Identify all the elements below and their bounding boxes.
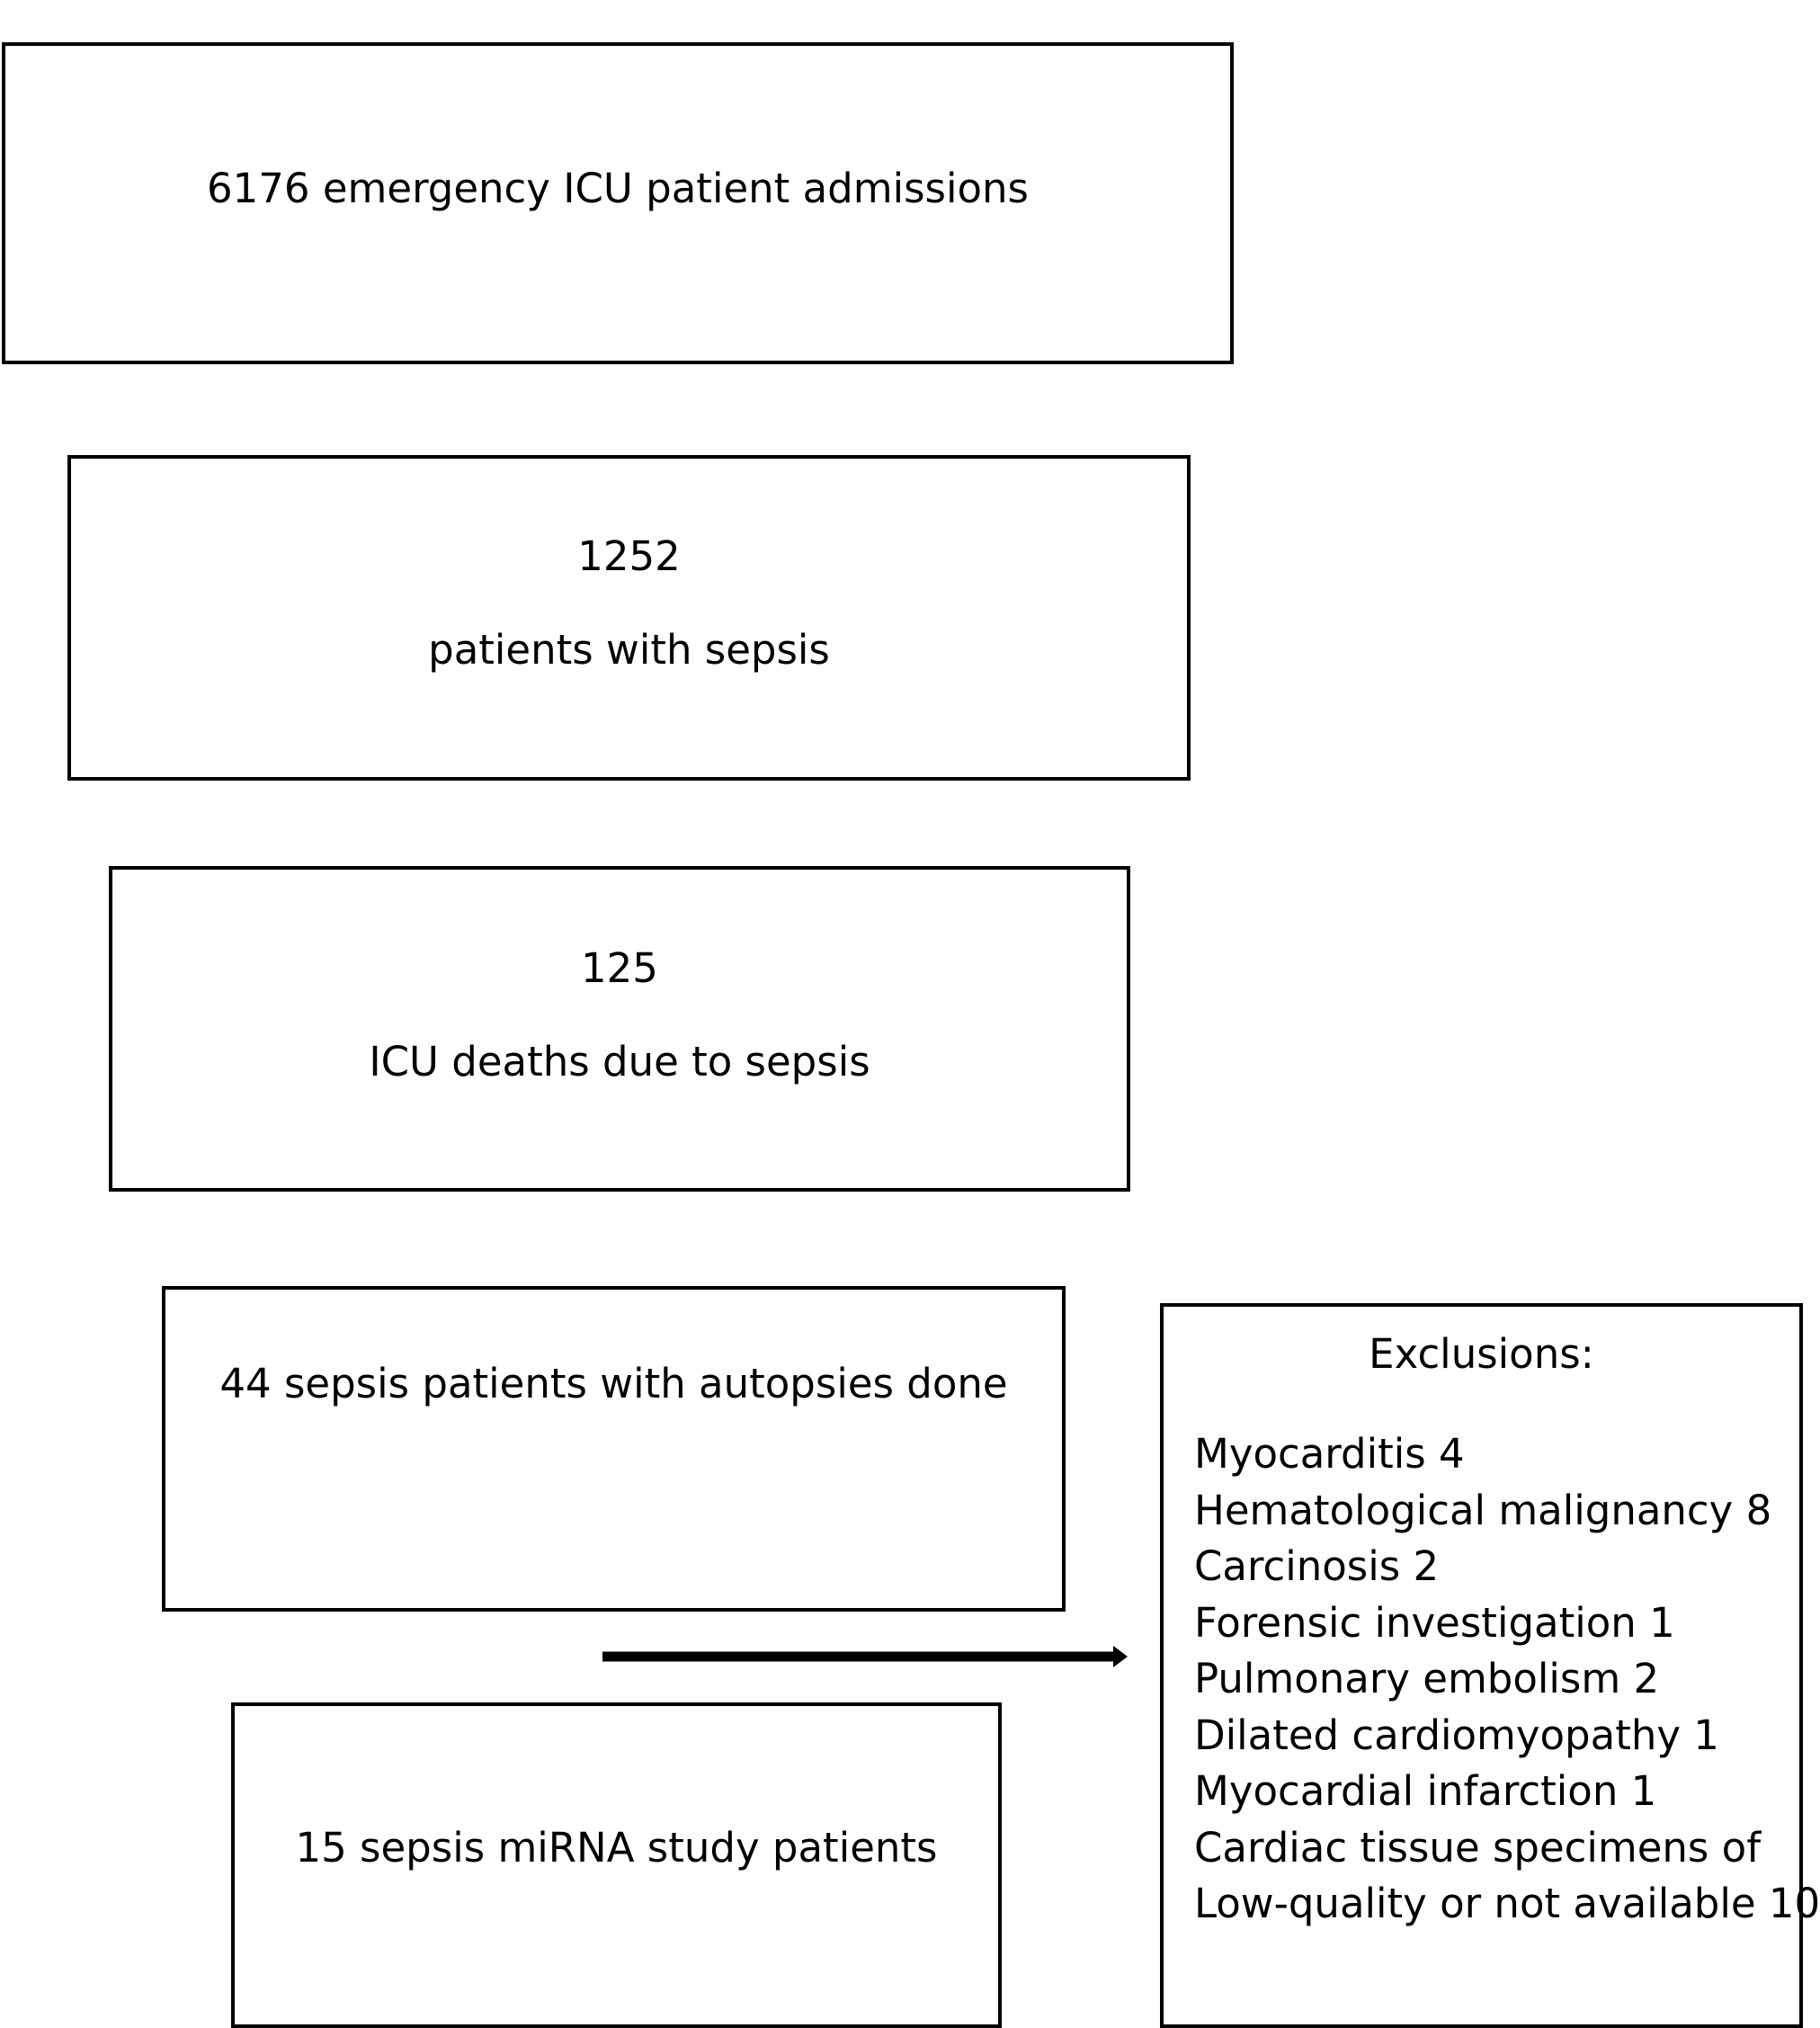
admissions-box: 6176 emergency ICU patient admissions bbox=[2, 42, 1234, 364]
exclusion-item: Myocarditis 4 bbox=[1194, 1430, 1465, 1478]
autopsies-text: 44 sepsis patients with autopsies done bbox=[219, 1360, 1008, 1407]
study-text: 15 sepsis miRNA study patients bbox=[295, 1824, 938, 1872]
admissions-text: 6176 emergency ICU patient admissions bbox=[207, 165, 1029, 212]
arrow-head bbox=[1113, 1646, 1128, 1667]
exclusions-box: Exclusions: Myocarditis 4 Hematological … bbox=[1160, 1303, 1820, 2028]
exclusion-item: Dilated cardiomyopathy 1 bbox=[1194, 1711, 1719, 1759]
deaths-text: ICU deaths due to sepsis bbox=[369, 1038, 870, 1085]
autopsies-box: 44 sepsis patients with autopsies done bbox=[162, 1286, 1066, 1612]
exclusions-list: Myocarditis 4 Hematological malignancy 8… bbox=[1194, 1426, 1820, 1933]
exclusion-item: Forensic investigation 1 bbox=[1194, 1598, 1675, 1647]
sepsis-count: 1252 bbox=[577, 532, 681, 580]
exclusion-item: Hematological malignancy 8 bbox=[1194, 1486, 1772, 1534]
sepsis-deaths-box: 125 ICU deaths due to sepsis bbox=[109, 866, 1130, 1192]
exclusion-item: Cardiac tissue specimens of bbox=[1194, 1823, 1762, 1872]
exclusion-item: Carcinosis 2 bbox=[1194, 1542, 1440, 1590]
exclusion-item: Pulmonary embolism 2 bbox=[1194, 1655, 1660, 1702]
sepsis-patients-box: 1252 patients with sepsis bbox=[67, 455, 1191, 781]
deaths-count: 125 bbox=[581, 944, 658, 992]
study-patients-box: 15 sepsis miRNA study patients bbox=[231, 1702, 1002, 2028]
exclusion-item: Low-quality or not available 10 bbox=[1194, 1880, 1820, 1927]
exclusion-item: Myocardial infarction 1 bbox=[1194, 1767, 1657, 1815]
sepsis-text: patients with sepsis bbox=[428, 626, 830, 674]
exclusions-title: Exclusions: bbox=[1369, 1330, 1594, 1378]
